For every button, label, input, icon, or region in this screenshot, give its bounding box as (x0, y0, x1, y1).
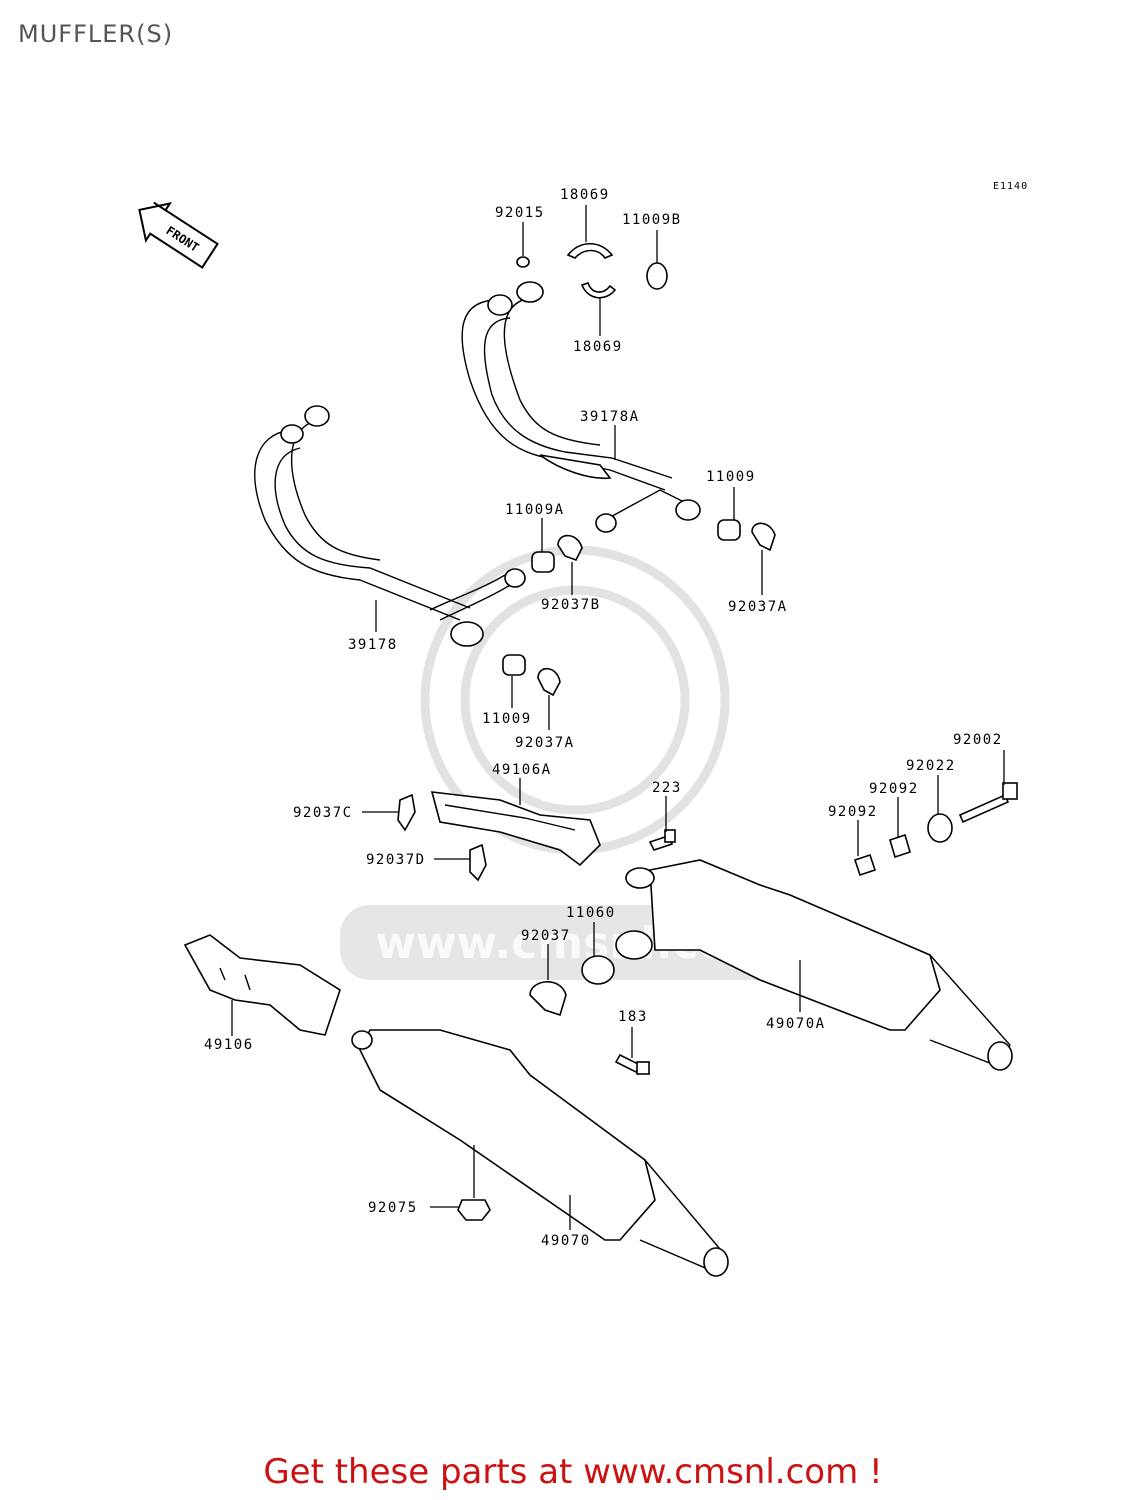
spacer-92092-a[interactable] (853, 853, 877, 877)
figure-code: E1140 (993, 181, 1028, 192)
page-title: MUFFLER(S) (18, 20, 174, 48)
nut-92015[interactable] (516, 256, 530, 268)
label-49070[interactable]: 49070 (541, 1233, 591, 1249)
part-labels: 92015 18069 11009B 18069 39178A 11009 11… (204, 187, 1003, 1249)
label-11009A[interactable]: 11009A (505, 502, 565, 518)
label-92037C[interactable]: 92037C (293, 805, 353, 821)
muffler-49070[interactable] (351, 1029, 729, 1277)
clamp-92037[interactable] (529, 981, 567, 1017)
bolt-223[interactable] (648, 829, 676, 851)
heat-shield-49106[interactable] (183, 934, 341, 1036)
label-92092-a[interactable]: 92092 (869, 781, 919, 797)
label-18069-bottom[interactable]: 18069 (573, 339, 623, 355)
label-49106[interactable]: 49106 (204, 1037, 254, 1053)
footer-promo-link[interactable]: Get these parts at www.cmsnl.com ! (263, 1452, 883, 1492)
label-11009-right[interactable]: 11009 (706, 469, 756, 485)
label-92037A-left[interactable]: 92037A (515, 735, 575, 751)
front-arrow-icon: FRONT (138, 201, 219, 269)
label-49070A[interactable]: 49070A (766, 1016, 826, 1032)
label-92092-b[interactable]: 92092 (828, 804, 878, 820)
clamp-92037A-right[interactable] (751, 522, 776, 552)
bolt-183[interactable] (614, 1053, 650, 1075)
header-pipe-39178A[interactable] (461, 281, 701, 533)
gasket-11009-right[interactable] (717, 519, 741, 541)
muffler-49070A[interactable] (615, 859, 1013, 1071)
label-223[interactable]: 223 (652, 780, 682, 796)
clip-92037D[interactable] (469, 843, 487, 882)
label-92002[interactable]: 92002 (953, 732, 1003, 748)
washer-92022[interactable] (927, 813, 953, 843)
label-92075[interactable]: 92075 (368, 1200, 418, 1216)
bolt-92002[interactable] (958, 782, 1018, 824)
gasket-11060[interactable] (581, 955, 615, 985)
clamp-92037B[interactable] (557, 534, 583, 561)
header-pipe-39178[interactable] (254, 405, 526, 647)
label-11009B[interactable]: 11009B (622, 212, 682, 228)
heat-shield-49106A[interactable] (430, 791, 601, 867)
clip-92037C[interactable] (397, 793, 416, 832)
label-39178A[interactable]: 39178A (580, 409, 640, 425)
label-11060[interactable]: 11060 (566, 905, 616, 921)
exploded-parts-diagram: www.cmsnl.com E1140 FRONT (138, 181, 1028, 1277)
label-92037[interactable]: 92037 (521, 928, 571, 944)
label-18069-top[interactable]: 18069 (560, 187, 610, 203)
label-92015[interactable]: 92015 (495, 205, 545, 221)
clamp-half-18069-bottom[interactable] (580, 281, 617, 299)
label-11009-left[interactable]: 11009 (482, 711, 532, 727)
label-183[interactable]: 183 (618, 1009, 648, 1025)
gasket-11009A[interactable] (531, 551, 555, 573)
label-49106A[interactable]: 49106A (492, 762, 552, 778)
label-92037B[interactable]: 92037B (541, 597, 601, 613)
leader-lines (231, 205, 1005, 1230)
clamp-92037A-left[interactable] (537, 667, 561, 697)
gasket-11009B[interactable] (646, 262, 668, 290)
label-92037D[interactable]: 92037D (366, 852, 426, 868)
grommet-92075[interactable] (457, 1199, 491, 1221)
gasket-11009-left[interactable] (502, 654, 526, 676)
spacer-92092-b[interactable] (889, 833, 911, 859)
label-92022[interactable]: 92022 (906, 758, 956, 774)
label-39178[interactable]: 39178 (348, 637, 398, 653)
clamp-half-18069-top[interactable] (566, 242, 614, 259)
label-92037A-right[interactable]: 92037A (728, 599, 788, 615)
